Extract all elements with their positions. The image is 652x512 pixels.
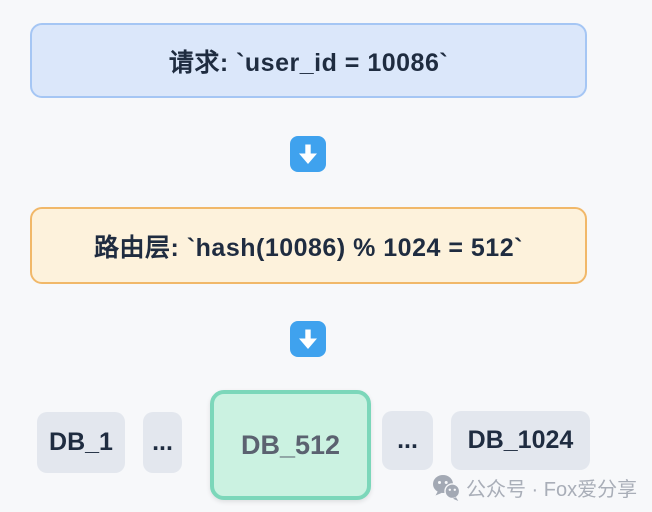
watermark: 公众号 · Fox爱分享 <box>432 473 637 502</box>
down-arrow-icon <box>290 321 326 357</box>
wechat-icon <box>432 474 460 502</box>
ellipsis-node: ... <box>382 411 433 470</box>
db-node-label: DB_512 <box>240 429 341 460</box>
request-box-label: 请求: `user_id = 10086` <box>168 48 449 77</box>
request-box: 请求: `user_id = 10086` <box>30 23 587 98</box>
db-node-1: DB_1 <box>37 412 125 473</box>
routing-box-label: 路由层: `hash(10086) % 1024 = 512` <box>94 233 523 262</box>
db-node-512-highlighted: DB_512 <box>210 390 371 500</box>
routing-box: 路由层: `hash(10086) % 1024 = 512` <box>30 207 587 284</box>
watermark-text: 公众号 · Fox爱分享 <box>466 479 638 501</box>
db-node-label: DB_1 <box>49 428 113 456</box>
db-node-1024: DB_1024 <box>451 411 590 470</box>
ellipsis-label: ... <box>397 426 418 454</box>
db-node-label: DB_1024 <box>467 426 574 454</box>
down-arrow-icon <box>290 136 326 172</box>
ellipsis-node: ... <box>143 412 182 473</box>
ellipsis-label: ... <box>152 428 173 456</box>
